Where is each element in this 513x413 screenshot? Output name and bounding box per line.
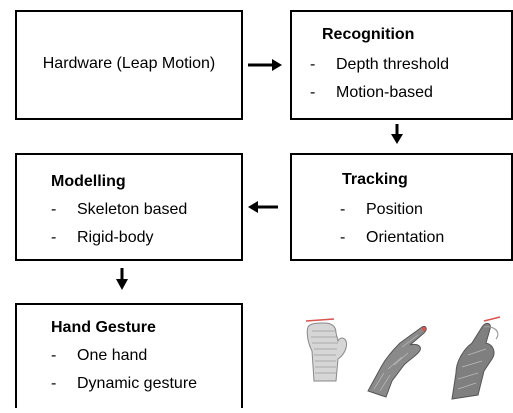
recognition-item-label: Depth threshold — [336, 56, 449, 73]
bullet-dash: - — [51, 347, 57, 364]
hand-models-image — [305, 316, 501, 400]
tracking-item: - Orientation — [340, 229, 444, 247]
modelling-item: - Skeleton based — [51, 201, 187, 219]
modelling-title: Modelling — [51, 173, 126, 190]
hand-model-icon — [367, 326, 427, 398]
recognition-box: Recognition - Depth threshold - Motion-bas… — [290, 10, 513, 120]
modelling-item-label: Skeleton based — [77, 201, 188, 218]
tracking-item: - Position — [340, 201, 423, 219]
hand-gesture-title: Hand Gesture — [51, 319, 156, 336]
hardware-box: Hardware (Leap Motion) — [15, 10, 243, 120]
hand-gesture-item: - Dynamic gesture — [51, 375, 197, 393]
hardware-label: Hardware (Leap Motion) — [42, 55, 216, 72]
bullet-dash: - — [310, 56, 316, 73]
bullet-dash: - — [310, 84, 316, 101]
hand-gesture-item: - One hand — [51, 347, 147, 365]
hand-gesture-box: Hand Gesture - One hand - Dynamic gesture — [15, 303, 243, 408]
modelling-item: - Rigid-body — [51, 229, 153, 247]
hand-model-icon — [451, 316, 501, 400]
hand-model-icon — [305, 318, 347, 382]
bullet-dash: - — [51, 201, 57, 218]
bullet-dash: - — [51, 375, 57, 392]
tracking-title: Tracking — [342, 171, 408, 188]
tracking-item-label: Position — [366, 201, 423, 218]
arrow-hardware-to-recognition — [248, 59, 282, 71]
hand-gesture-item-label: Dynamic gesture — [77, 375, 198, 392]
arrow-modelling-to-hand-gesture — [116, 268, 128, 290]
modelling-box: Modelling - Skeleton based - Rigid-body — [15, 153, 243, 261]
tracking-box: Tracking - Position - Orientation — [290, 153, 513, 261]
arrow-recognition-to-tracking — [391, 124, 403, 144]
modelling-item-label: Rigid-body — [77, 229, 154, 246]
bullet-dash: - — [340, 201, 346, 218]
hand-gesture-item-label: One hand — [77, 347, 148, 364]
recognition-item: - Motion-based — [310, 84, 433, 102]
recognition-item: - Depth threshold — [310, 56, 449, 74]
arrow-tracking-to-modelling — [248, 201, 278, 213]
bullet-dash: - — [340, 229, 346, 246]
recognition-item-label: Motion-based — [336, 84, 433, 101]
hand-gesture-illustrations — [296, 303, 513, 408]
tracking-item-label: Orientation — [366, 229, 445, 246]
recognition-title: Recognition — [322, 26, 415, 43]
bullet-dash: - — [51, 229, 57, 246]
